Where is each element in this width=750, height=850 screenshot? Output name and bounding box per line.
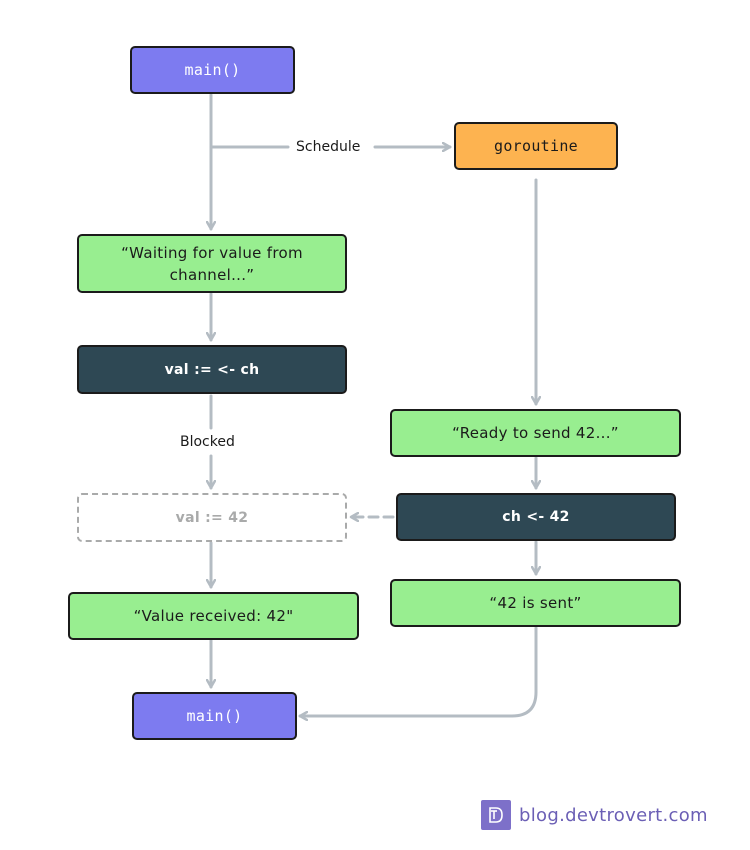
devtrovert-logo-icon <box>481 800 511 830</box>
schedule-label: Schedule <box>292 138 365 156</box>
goroutine-node: goroutine <box>454 122 618 170</box>
main-start-node: main() <box>130 46 295 94</box>
waiting-message-node: “Waiting for value from channel...” <box>77 234 347 293</box>
brand: blog.devtrovert.com <box>481 800 708 830</box>
value-received-node: “Value received: 42" <box>68 592 359 640</box>
brand-url[interactable]: blog.devtrovert.com <box>519 804 708 826</box>
receive-statement-node: val := <- ch <box>77 345 347 394</box>
main-end-node: main() <box>132 692 297 740</box>
blocked-label: Blocked <box>176 433 239 451</box>
send-statement-node: ch <- 42 <box>396 493 676 541</box>
sent-message-node: “42 is sent” <box>390 579 681 627</box>
value-assigned-node: val := 42 <box>77 493 347 542</box>
edge-sent-to-main <box>298 626 538 716</box>
ready-to-send-node: “Ready to send 42...” <box>390 409 681 457</box>
